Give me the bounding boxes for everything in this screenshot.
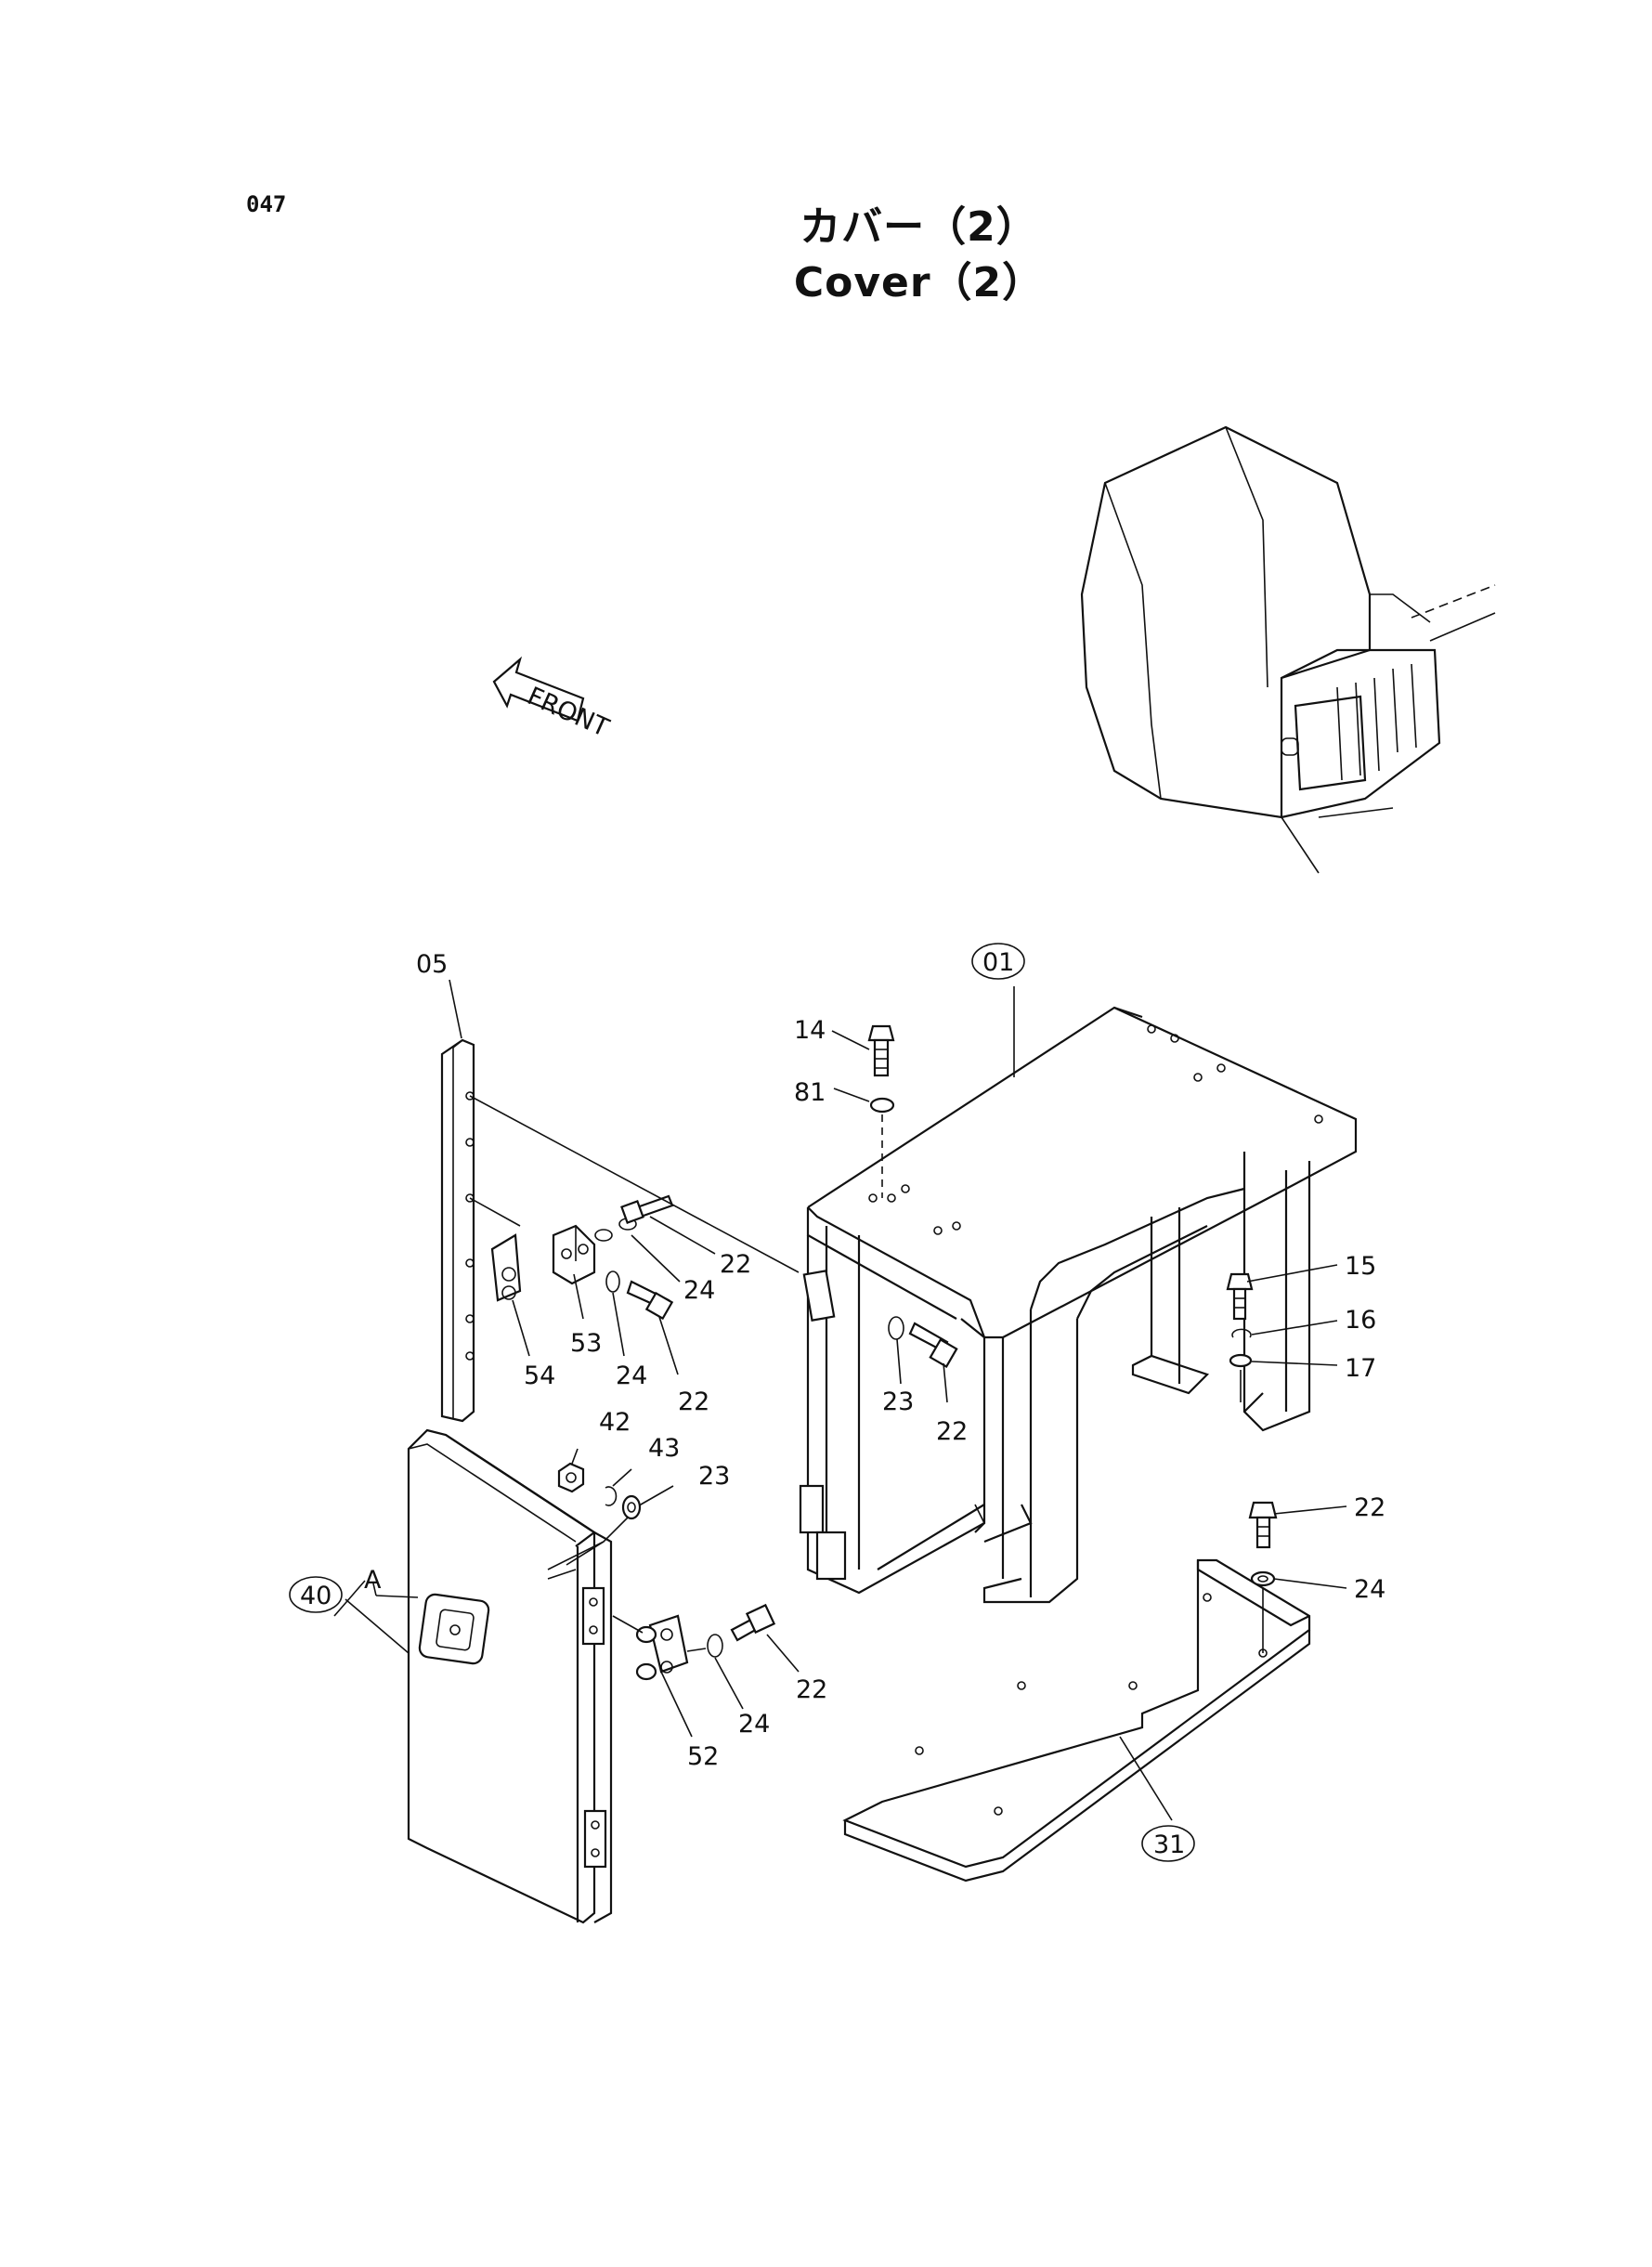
callout-43: 43 <box>648 1434 680 1463</box>
front-direction-arrow: FRONT <box>492 656 613 743</box>
callout-31: 31 <box>1153 1831 1185 1859</box>
fastener-set-left <box>594 1194 716 1375</box>
callout-14: 14 <box>794 1016 826 1045</box>
callout-31-circle <box>1141 1825 1195 1862</box>
title-english: Cover（2） <box>793 259 1045 306</box>
hinge-52-fasteners <box>612 1603 800 1738</box>
callout-24-a: 24 <box>683 1276 715 1305</box>
callout-22-e: 22 <box>1354 1493 1385 1522</box>
callout-A: A <box>364 1566 382 1595</box>
callout-22-d: 22 <box>796 1675 827 1704</box>
callout-40: 40 <box>300 1582 332 1610</box>
callout-22-c: 22 <box>936 1417 968 1446</box>
callout-24-b: 24 <box>616 1362 647 1390</box>
callout-52: 52 <box>687 1742 719 1771</box>
callout-42: 42 <box>599 1408 631 1437</box>
bolt-22-washer-23-frame <box>888 1316 958 1403</box>
callout-23-b: 23 <box>698 1462 730 1491</box>
callout-22-b: 22 <box>678 1388 709 1416</box>
page-number: 047 <box>246 191 287 217</box>
callout-53: 53 <box>570 1329 602 1358</box>
part-31-floor-plate <box>842 1558 1311 1883</box>
part-40-door <box>333 1428 642 1924</box>
callout-54: 54 <box>524 1362 555 1390</box>
callout-24-d: 24 <box>1354 1575 1385 1604</box>
callout-40-circle <box>289 1576 343 1613</box>
callout-labels: 01 05 14 81 15 16 17 22 24 24 22 23 22 5… <box>289 943 1385 1862</box>
callout-23-a: 23 <box>882 1388 914 1416</box>
callout-81: 81 <box>794 1078 826 1107</box>
title-japanese: カバー（2） <box>800 203 1038 251</box>
part-05-rail <box>440 979 800 1423</box>
callout-15: 15 <box>1345 1252 1376 1281</box>
bolt-22-washer-24-plate <box>1248 1501 1347 1653</box>
callout-01: 01 <box>982 948 1014 977</box>
part-01-main-frame <box>799 986 1358 1604</box>
callout-24-c: 24 <box>738 1710 770 1739</box>
callout-05: 05 <box>416 950 448 979</box>
front-label: FRONT <box>523 682 613 743</box>
bracket-53-hinge-54 <box>490 1224 596 1357</box>
callout-01-circle <box>971 943 1025 980</box>
machine-overview-illustration <box>1080 425 1496 874</box>
nut-42-washers-43-23 <box>557 1448 674 1520</box>
bolt-15-washers-16-17 <box>1226 1264 1338 1402</box>
callout-17: 17 <box>1345 1354 1376 1383</box>
callout-22-a: 22 <box>720 1250 751 1279</box>
bolt-14-washer-81 <box>831 1024 895 1198</box>
callout-16: 16 <box>1345 1306 1376 1335</box>
